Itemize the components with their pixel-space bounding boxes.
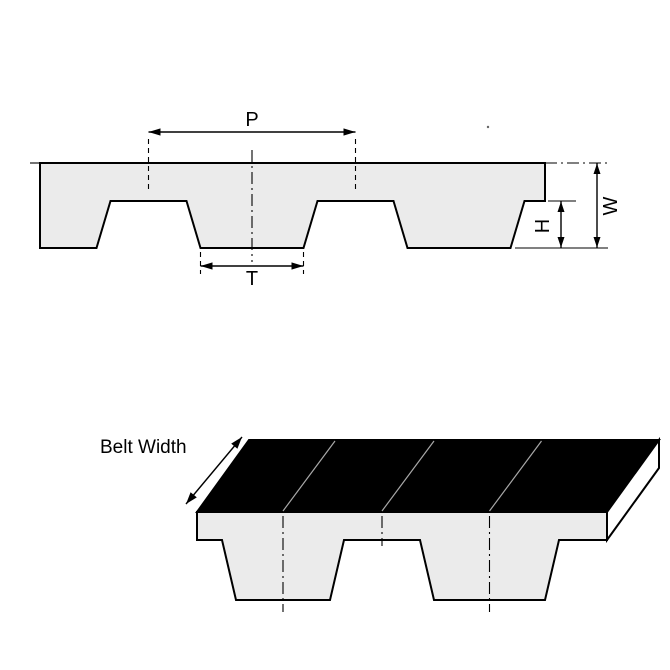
isometric-view: Belt Width — [100, 436, 661, 612]
belt-profile — [39, 162, 546, 249]
belt-width-label: Belt Width — [100, 437, 187, 458]
belt-width-arrowhead-top — [231, 437, 242, 449]
top-face-centerline-2 — [381, 440, 435, 512]
tooth-arrowhead-right — [291, 262, 304, 270]
top-face-centerline-3 — [489, 440, 542, 512]
tooth-height-label: H — [532, 219, 554, 233]
belt-top-face — [195, 439, 661, 513]
cross-section-view: P T H W — [30, 109, 622, 290]
pitch-arrowhead-right — [343, 128, 356, 136]
thickness-arrowhead-top — [593, 163, 601, 174]
belt-width-arrow-line — [185, 436, 243, 505]
belt-thickness-label: W — [600, 196, 622, 215]
pitch-label: P — [245, 109, 258, 131]
thickness-arrowhead-bottom — [593, 237, 601, 248]
belt-front-face — [196, 511, 608, 601]
tooth-arrowhead-left — [200, 262, 213, 270]
tooth-width-label: T — [246, 268, 258, 290]
height-arrowhead-bottom — [557, 237, 565, 248]
belt-width-arrowhead-bottom — [186, 492, 197, 504]
belt-side-face — [606, 436, 660, 544]
top-face-centerline-1 — [282, 440, 336, 512]
pitch-arrowhead-left — [148, 128, 161, 136]
stray-dot — [486, 125, 490, 129]
height-arrowhead-top — [557, 201, 565, 212]
